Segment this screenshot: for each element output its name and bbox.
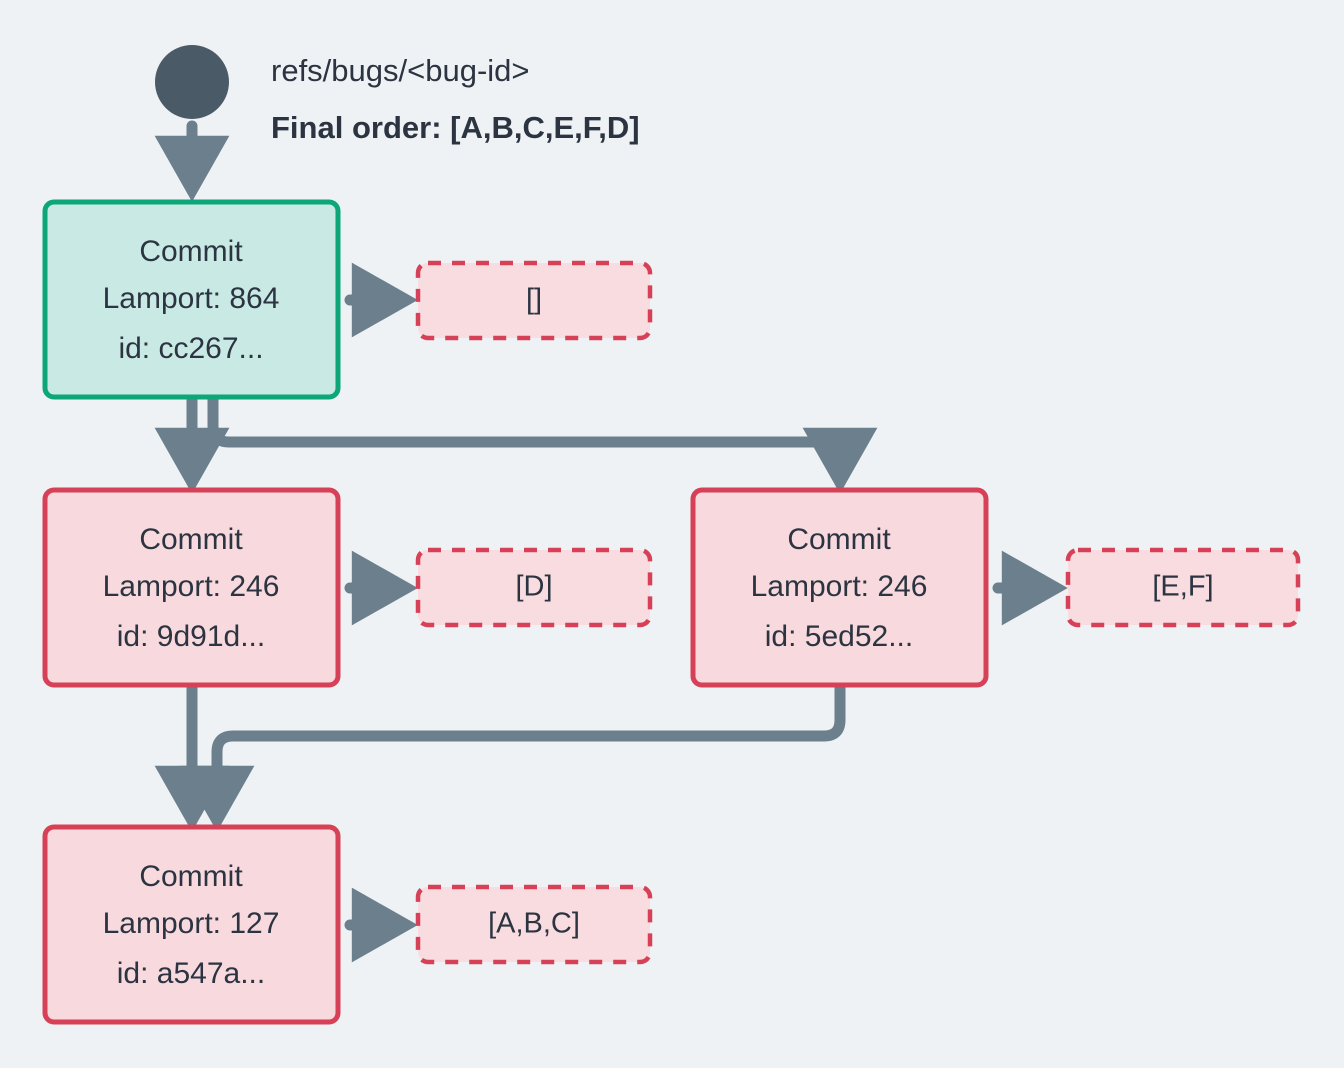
- ref-pointer-circle[interactable]: [155, 45, 229, 119]
- commit-node-base-lamport: Lamport: 127: [103, 907, 280, 940]
- chip-left-box[interactable]: [415, 547, 653, 628]
- chip-right-label: [E,F]: [1152, 571, 1213, 603]
- chip-head[interactable]: []: [415, 260, 653, 341]
- commit-node-head-title: Commit: [139, 235, 243, 268]
- commit-node-left-mid[interactable]: Commit Lamport: 246 id: 9d91d...: [42, 487, 341, 688]
- connector-layer: [154, 120, 1068, 963]
- commit-node-left-mid-title: Commit: [139, 523, 243, 556]
- commit-node-head-lamport: Lamport: 864: [103, 282, 280, 315]
- chip-head-label: []: [526, 284, 542, 316]
- commit-node-left-mid-box[interactable]: [42, 487, 341, 688]
- ref-pointer-group[interactable]: refs/bugs/<bug-id> Final order: [A,B,C,E…: [155, 45, 640, 145]
- commit-node-right-mid-title: Commit: [787, 523, 891, 556]
- chip-base-box[interactable]: [415, 884, 653, 965]
- commit-node-head-id: id: cc267...: [118, 332, 263, 365]
- commit-node-base[interactable]: Commit Lamport: 127 id: a547a...: [42, 824, 341, 1025]
- commit-node-base-title: Commit: [139, 860, 243, 893]
- chip-base-label: [A,B,C]: [488, 908, 580, 940]
- commit-node-left-mid-id: id: 9d91d...: [117, 620, 265, 653]
- chip-right-box[interactable]: [1065, 547, 1301, 628]
- commit-node-right-mid-box[interactable]: [690, 487, 989, 688]
- commit-node-base-id: id: a547a...: [117, 957, 265, 990]
- commit-node-head[interactable]: Commit Lamport: 864 id: cc267...: [42, 199, 341, 400]
- commit-node-left-mid-lamport: Lamport: 246: [103, 570, 280, 603]
- commit-node-base-box[interactable]: [42, 824, 341, 1025]
- edge-head-to-right-mid: [207, 394, 878, 494]
- chip-left-label: [D]: [515, 571, 552, 603]
- edge-right-mid-to-base: [179, 682, 846, 832]
- ref-label: refs/bugs/<bug-id>: [271, 53, 530, 88]
- chip-head-box[interactable]: [415, 260, 653, 341]
- commit-node-right-mid-id: id: 5ed52...: [765, 620, 913, 653]
- commit-node-right-mid[interactable]: Commit Lamport: 246 id: 5ed52...: [690, 487, 989, 688]
- chip-right[interactable]: [E,F]: [1065, 547, 1301, 628]
- commit-node-right-mid-lamport: Lamport: 246: [751, 570, 928, 603]
- chip-base[interactable]: [A,B,C]: [415, 884, 653, 965]
- final-order-label: Final order: [A,B,C,E,F,D]: [271, 110, 640, 145]
- chip-left[interactable]: [D]: [415, 547, 653, 628]
- commit-node-head-box[interactable]: [42, 199, 341, 400]
